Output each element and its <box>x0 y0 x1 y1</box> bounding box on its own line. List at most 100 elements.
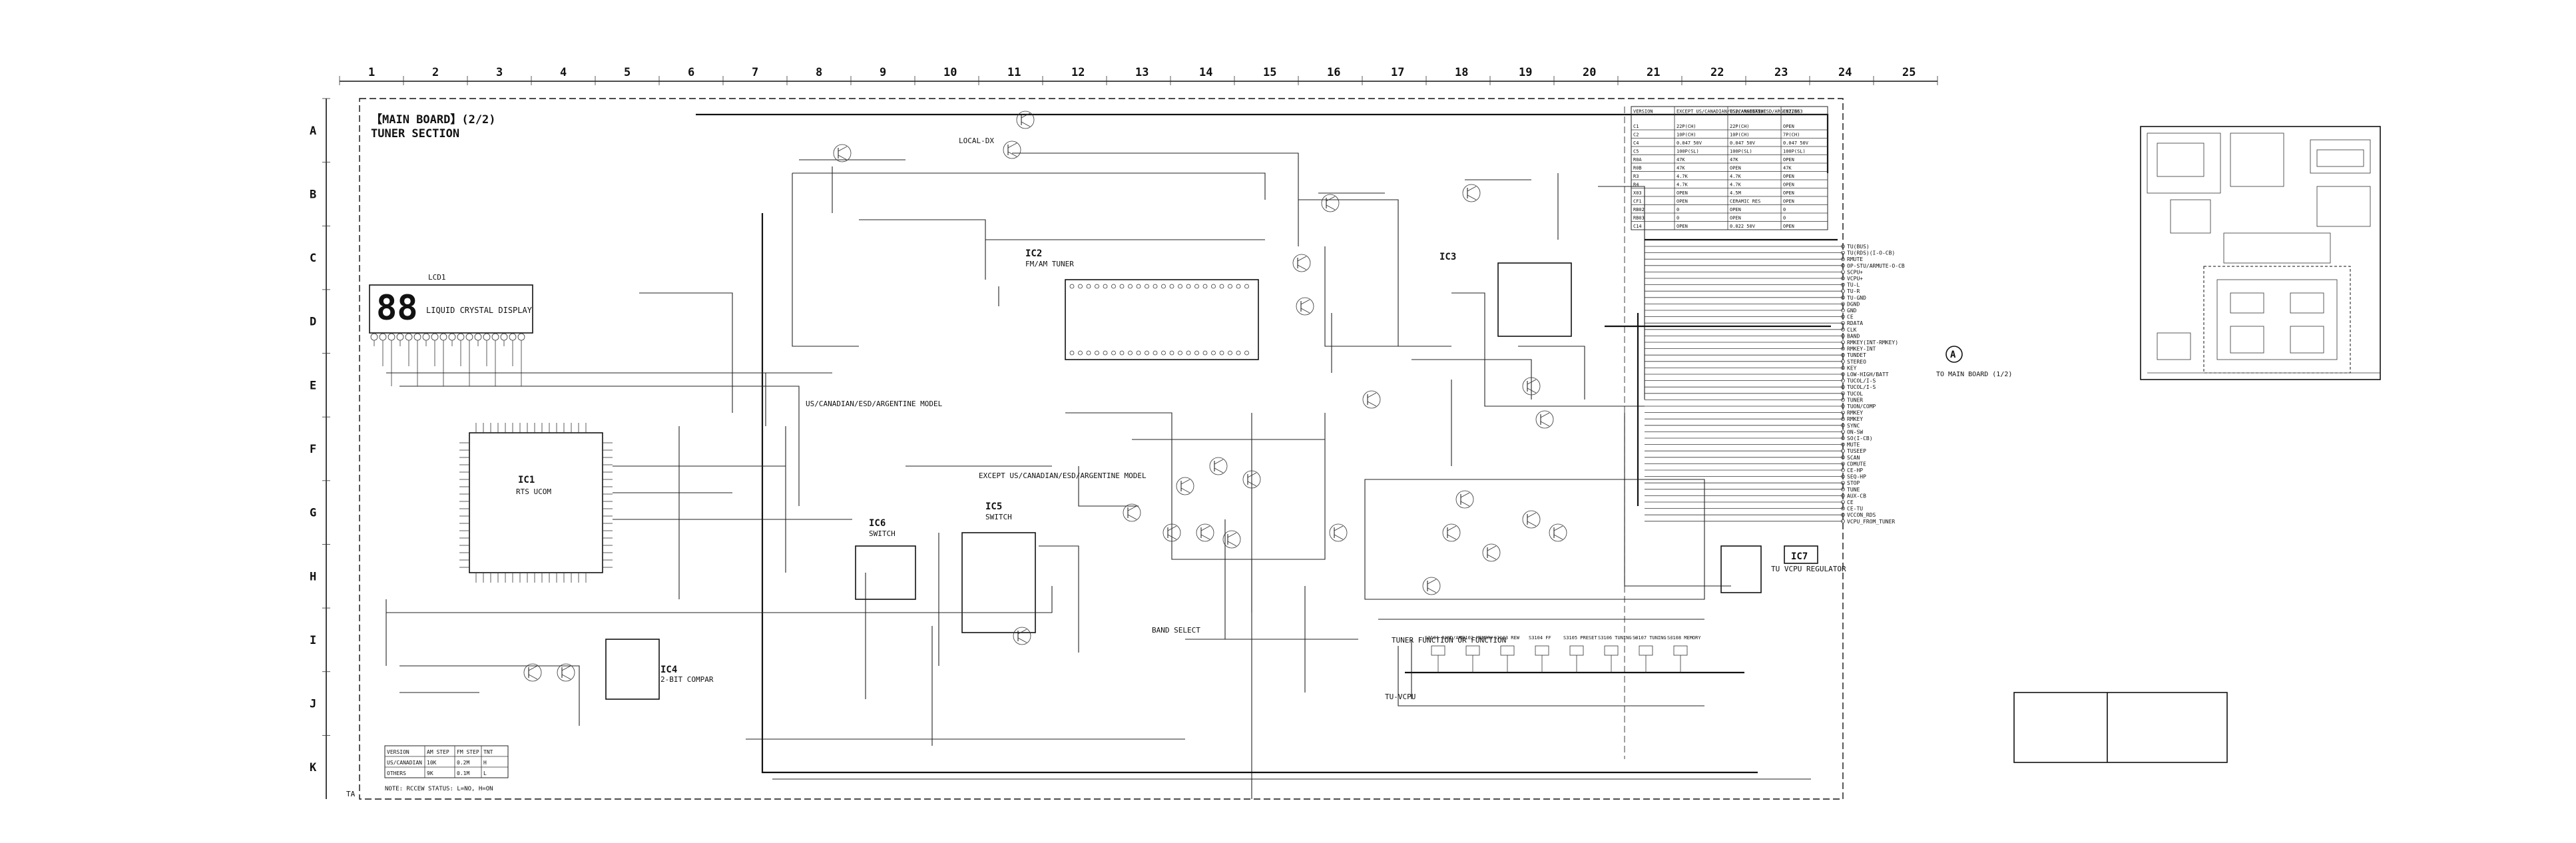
table-cell: 100P(SL) <box>1783 149 1806 154</box>
transistor-symbol <box>1329 523 1348 542</box>
table-cell: 47K <box>1730 157 1738 162</box>
transistor-lead <box>1300 308 1310 314</box>
connector-pin <box>1841 302 1845 306</box>
connector-pin <box>1841 455 1845 459</box>
table-border <box>384 745 509 778</box>
transistor-lead <box>1021 113 1031 119</box>
table-cell: OPEN <box>1676 199 1688 204</box>
table-cell: 4.5M <box>1730 190 1741 196</box>
connector-pin <box>1841 461 1845 466</box>
column-label: 16 <box>1327 66 1340 79</box>
connector-pin <box>1841 500 1845 504</box>
ic2-pin <box>1236 284 1241 289</box>
connector-pin-label: RMKEY-INT <box>1847 346 1876 352</box>
connector-pin-label: VCPU_FROM_TUNER <box>1847 519 1895 525</box>
column-label: 1 <box>368 66 375 79</box>
transistor-lead <box>1180 487 1190 493</box>
model-note: NOTE: RCCEW STATUS: L=NO, H=ON <box>385 786 493 792</box>
transistor-lead <box>1127 514 1137 520</box>
connector-pin <box>1841 481 1845 485</box>
connector-pin <box>1841 353 1845 358</box>
connector-pin-label: LOW-HIGH/BATT <box>1847 372 1889 378</box>
ic2-pin <box>1169 284 1174 289</box>
table-cell: EXCEPT US/CANADIAN/ESD/ARGENTINE <box>1676 109 1766 115</box>
lcd-pin <box>509 333 517 341</box>
tu-vcpu-note: TU-VCPU <box>1385 693 1416 701</box>
ic2-pin <box>1111 350 1116 356</box>
board-layout-diagram <box>2140 126 2381 380</box>
table-cell: US/CANADIAN <box>387 760 422 766</box>
transistor-symbol <box>1176 477 1194 495</box>
column-label: 18 <box>1455 66 1468 79</box>
transistor-lead <box>1334 534 1344 540</box>
ic2-pin <box>1136 284 1141 289</box>
transistor-lead <box>1367 392 1377 398</box>
connector-pin-label: CE-HP <box>1847 467 1863 473</box>
connector-pin-label: RMUTE <box>1847 256 1863 262</box>
blank-box <box>2013 692 2228 763</box>
lcd-pin <box>396 333 404 341</box>
connector-pin <box>1841 417 1845 422</box>
connector-pin <box>1841 327 1845 332</box>
ic2-pin <box>1228 284 1232 289</box>
column-label: 12 <box>1071 66 1085 79</box>
transistor-lead <box>1007 151 1017 157</box>
ic2-pin <box>1128 284 1133 289</box>
connector-pin-label: TUON/COMP <box>1847 404 1876 410</box>
ic2-pin <box>1202 350 1208 356</box>
ic2-pin <box>1161 284 1166 289</box>
connector-pin-label: TU(BUS) <box>1847 244 1870 250</box>
transistor-lead <box>1300 299 1310 305</box>
connector-pin-label: TU-GND <box>1847 295 1866 301</box>
transistor-lead <box>561 674 571 680</box>
table-cell: OPEN <box>1730 207 1741 212</box>
ic3-ref: IC3 <box>1439 252 1456 262</box>
table-cell: OPEN <box>1783 124 1794 129</box>
table-cell: X03 <box>1633 190 1642 196</box>
connector-pin-label: CE <box>1847 499 1854 505</box>
connector-pin-label: OP-STU/ARMUTE-O-CB <box>1847 263 1905 269</box>
ic2-pin <box>1136 350 1141 356</box>
connector-pin-label: VCCON_RDS <box>1847 512 1876 518</box>
connector-pin-label: RMKEY <box>1847 410 1863 416</box>
connector-pin-label: GND <box>1847 308 1857 314</box>
row-label: G <box>310 507 316 520</box>
table-cell: 0.047 50V <box>1676 140 1702 146</box>
table-cell: 47K <box>1676 157 1685 162</box>
transistor-lead <box>1227 541 1237 547</box>
transistor-lead <box>1487 545 1497 551</box>
connector-pin <box>1841 334 1845 338</box>
switch-label: S3101 BAND/AMS <box>1425 635 1464 641</box>
connector-pin <box>1841 340 1845 344</box>
ic2-pin <box>1178 284 1182 289</box>
transistor-lead <box>1460 492 1470 498</box>
transistor-symbol <box>1522 510 1541 529</box>
transistor-symbol <box>523 663 542 682</box>
column-label: 25 <box>1902 66 1916 79</box>
transistor-symbol <box>1292 254 1311 272</box>
transistor-symbol <box>1321 194 1340 212</box>
table-cell: R3 <box>1633 174 1639 179</box>
column-label: 5 <box>624 66 631 79</box>
lcd-pin <box>491 333 499 341</box>
lcd-pin <box>439 333 447 341</box>
table-cell: 0.047 50V <box>1730 140 1756 146</box>
ic2-pin <box>1202 284 1208 289</box>
transistor-lead <box>1007 142 1017 148</box>
table-cell: C14 <box>1633 224 1642 229</box>
lcd-pin <box>474 333 482 341</box>
ic2-pin <box>1086 284 1091 289</box>
row-label: A <box>310 125 316 138</box>
connector-pin <box>1841 372 1845 376</box>
band-select-note: BAND SELECT <box>1152 626 1200 635</box>
table-cell: 0 <box>1783 216 1786 221</box>
transistor-lead <box>1467 194 1477 200</box>
transistor-lead <box>1200 525 1210 531</box>
connector-pin-label: CLK <box>1847 327 1857 333</box>
connector-pin-label: TUCOL/I-S <box>1847 378 1876 384</box>
ic2-tuner: IC2 FM/AM TUNER <box>1025 248 1259 360</box>
table-cell: VERSION <box>387 749 409 755</box>
connector-pin <box>1841 519 1845 523</box>
